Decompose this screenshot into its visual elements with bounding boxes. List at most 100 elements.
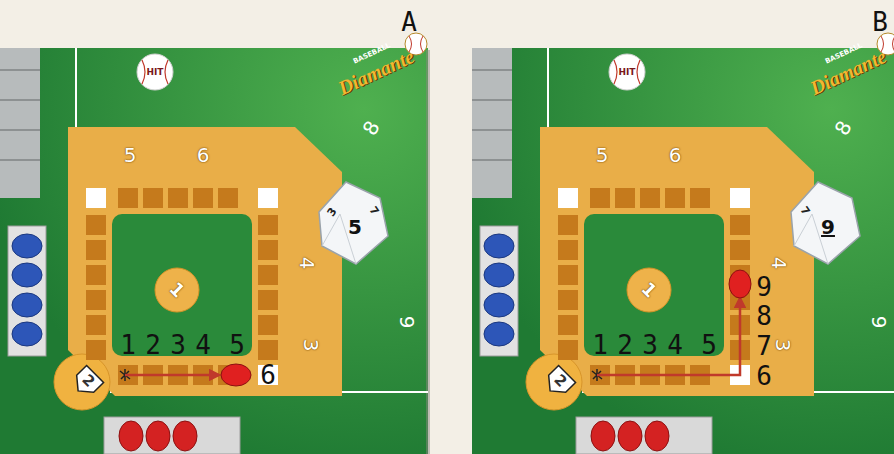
field-number: 4 [769,257,789,270]
field-number: 9 [869,316,889,329]
home-circle [526,354,582,410]
track-square [86,240,106,260]
pitcher-mound [627,268,671,312]
track-square [86,315,106,335]
step-number: 9 [756,274,772,300]
track-square [193,188,213,208]
infield [540,127,814,396]
hit-label: HIT [146,68,163,77]
ball-stitch [409,36,423,52]
board-panel [472,33,894,454]
infield [68,127,342,396]
blue-token [484,263,514,287]
blue-token [12,293,42,317]
base [730,188,750,208]
step-number: 3 [170,332,186,358]
home-circle [54,354,110,410]
dugout [104,417,240,454]
board-panel [0,33,430,454]
step-number: 5 [701,332,717,358]
panel-shadow [426,50,430,454]
red-token [119,421,143,451]
stands-stripe [0,99,40,101]
track-square [258,240,278,260]
track-square [86,290,106,310]
track-square [258,290,278,310]
field-number: 9 [397,316,417,329]
stands-stripe [0,159,40,161]
track-square [558,265,578,285]
runner-token [221,364,251,386]
step-number: 1 [120,332,136,358]
base [258,188,278,208]
stands-stripe [0,129,40,131]
field-number: 6 [197,145,210,165]
track-square [640,188,660,208]
blue-token [12,263,42,287]
hit-label: HIT [618,68,635,77]
stands [472,48,512,198]
stands [0,48,40,198]
field [0,48,428,454]
step-number: 1 [592,332,608,358]
red-token [618,421,642,451]
dugout [480,226,518,356]
step-number: 2 [617,332,633,358]
stands-stripe [472,69,512,71]
track-square [258,215,278,235]
track-square [143,188,163,208]
track-square [558,240,578,260]
ball-stitch [881,36,894,52]
field-number: 4 [297,257,317,270]
blue-token [12,322,42,346]
track-square [118,188,138,208]
stands-stripe [472,159,512,161]
step-number: 5 [229,332,245,358]
track-square [730,215,750,235]
track-square [615,188,635,208]
field-number: 6 [669,145,682,165]
track-square [86,215,106,235]
stands-stripe [472,99,512,101]
blue-token [484,322,514,346]
panel-letter: A [401,9,417,35]
blue-token [484,234,514,258]
step-number: 4 [667,332,683,358]
track-square [558,215,578,235]
track-square [590,188,610,208]
stands-stripe [472,129,512,131]
step-number: 7 [756,333,772,359]
track-square [218,188,238,208]
stands-stripe [0,69,40,71]
ball-stitch [614,60,640,84]
dugout [576,417,712,454]
dugout [8,226,46,356]
base [558,188,578,208]
track-square [690,188,710,208]
red-token [591,421,615,451]
base [86,188,106,208]
pitcher-mound [155,268,199,312]
ball-stitch [142,60,168,84]
step-number: 6 [260,362,276,388]
track-square [558,340,578,360]
move-arrow [597,298,740,375]
blue-token [12,234,42,258]
runner-token [729,270,751,298]
field-number: 3 [301,339,321,352]
d10-die [791,182,860,264]
field-number: 5 [596,145,609,165]
home-plate [542,365,576,399]
field [472,48,894,454]
track-square [665,188,685,208]
d10-die [319,182,388,264]
track-square [86,265,106,285]
die-face: 5 [348,217,362,237]
red-token [173,421,197,451]
hit-ball [609,54,645,90]
track-square [258,340,278,360]
die-face: 9 [821,217,835,237]
track-square [258,265,278,285]
track-square [86,340,106,360]
